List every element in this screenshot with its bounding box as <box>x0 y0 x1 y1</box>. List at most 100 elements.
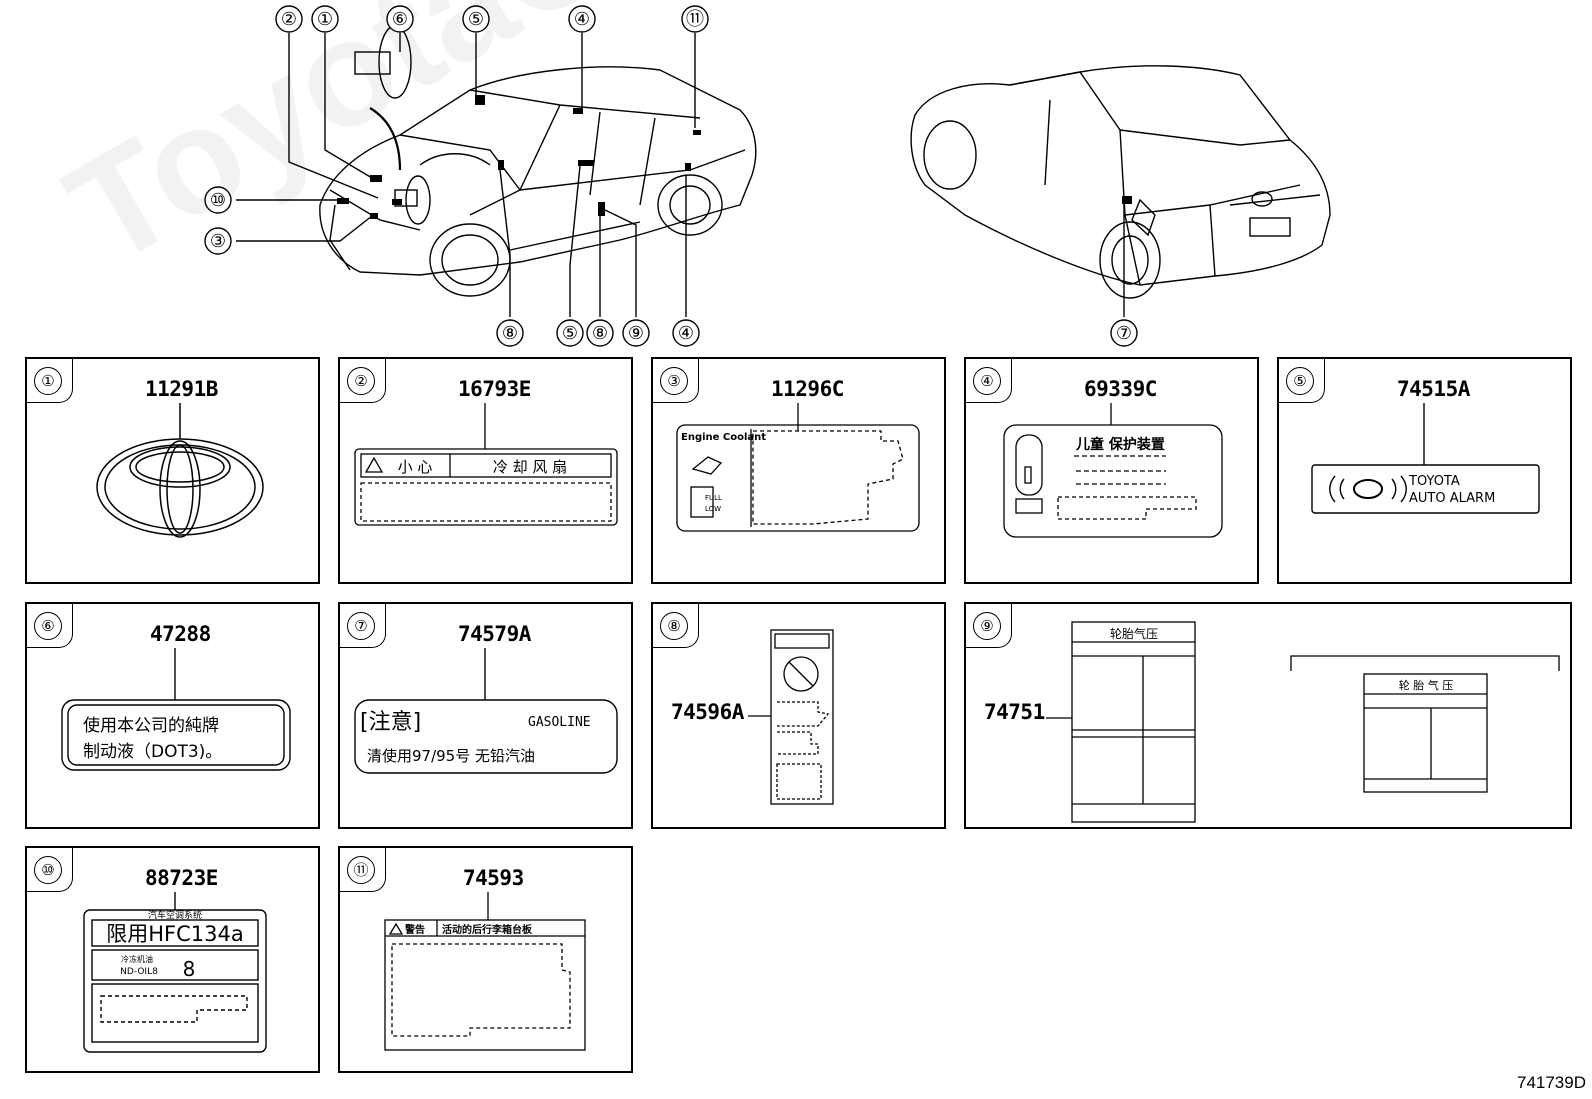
low-mark: LOW <box>705 505 721 513</box>
panel-number-tab: ⑤ <box>1279 359 1325 403</box>
part-number: 11291B <box>145 377 218 401</box>
callout-marker: ⑨ <box>622 319 650 347</box>
engine-coolant-label: Engine Coolant FULL LOW <box>676 403 920 532</box>
panel-number-tab: ④ <box>966 359 1012 403</box>
callout-marker: ⑪ <box>681 5 709 33</box>
svg-text:②: ② <box>281 9 297 30</box>
gasoline-label: [注意] GASOLINE 清使用97/95号 无铅汽油 <box>354 648 618 774</box>
engine-coolant-text: Engine Coolant <box>681 432 766 443</box>
svg-text:⑤: ⑤ <box>468 9 484 30</box>
callout-marker: ④ <box>568 5 596 33</box>
panel-9: ⑨ 74751 轮胎气压 轮 胎 气 压 <box>964 602 1572 829</box>
part-number: 16793E <box>458 377 531 401</box>
callout-marker: ⑩ <box>204 186 232 214</box>
child-seat-warning-label <box>748 629 834 805</box>
tire-pressure-title-1: 轮胎气压 <box>1110 626 1158 641</box>
part-number: 88723E <box>145 866 218 890</box>
nd-oil-text: ND-OIL8 <box>120 967 158 977</box>
callout-marker: ① <box>311 5 339 33</box>
part-number: 74579A <box>458 622 531 646</box>
ac-system-text: 汽车空调系统 <box>148 909 202 921</box>
panel-number-tab: ⑥ <box>27 604 73 648</box>
full-mark: FULL <box>705 494 722 502</box>
svg-text:⑨: ⑨ <box>628 323 644 344</box>
refrigerant-oil-text: 冷冻机油 <box>121 954 153 964</box>
svg-text:⑧: ⑧ <box>592 323 608 344</box>
label-marks <box>337 95 1132 219</box>
svg-text:⑥: ⑥ <box>392 9 408 30</box>
toyota-logo-emblem <box>96 403 264 538</box>
svg-text:③: ③ <box>210 231 226 252</box>
trunk-board-warning-label: 警告 活动的后行李箱台板 <box>384 892 586 1051</box>
callout-marker: ⑦ <box>1110 319 1138 347</box>
panel-3: ③ 11296C Engine Coolant FULL LOW <box>651 357 946 584</box>
leader-lines <box>236 33 1125 317</box>
callout-marker: ⑤ <box>556 319 584 347</box>
tire-pressure-title-2: 轮 胎 气 压 <box>1399 678 1454 692</box>
svg-text:①: ① <box>317 9 333 30</box>
svg-text:⑩: ⑩ <box>210 190 226 211</box>
panel-6: ⑥ 47288 使用本公司的純牌 制动液（DOT3)。 <box>25 602 320 829</box>
part-number: 74596A <box>671 700 744 724</box>
brake-fluid-line-1: 使用本公司的純牌 <box>83 715 219 736</box>
panel-number-tab: ⑧ <box>653 604 699 648</box>
callout-marker: ③ <box>204 227 232 255</box>
part-number: 11296C <box>771 377 844 401</box>
caution-bracket-text: [注意] <box>360 710 421 735</box>
panel-number-tab: ③ <box>653 359 699 403</box>
warning-text: 警告 <box>404 923 425 936</box>
svg-text:⑦: ⑦ <box>1116 323 1132 344</box>
brake-fluid-line-2: 制动液（DOT3)。 <box>83 742 222 762</box>
hfc134a-text: 限用HFC134a <box>106 922 243 946</box>
cooling-fan-label: 小 心 冷 却 风 扇 <box>354 403 618 526</box>
child-lock-label: 儿童 保护装置 <box>1003 403 1223 538</box>
trunk-board-text: 活动的后行李箱台板 <box>442 923 533 936</box>
diagram-id: 741739D <box>1516 1073 1586 1092</box>
panel-number-tab: ⑨ <box>966 604 1012 648</box>
svg-text:④: ④ <box>678 323 694 344</box>
cooling-fan-text: 冷 却 风 扇 <box>493 458 567 476</box>
toyota-text: TOYOTA <box>1408 474 1460 489</box>
part-number: 74515A <box>1397 377 1470 401</box>
panel-number-tab: ② <box>340 359 386 403</box>
panel-10: ⑩ 88723E 汽车空调系统 限用HFC134a 冷冻机油 ND-OIL8 8 <box>25 846 320 1073</box>
brake-fluid-label: 使用本公司的純牌 制动液（DOT3)。 <box>61 648 291 771</box>
svg-text:⑪: ⑪ <box>686 9 704 30</box>
caution-text: 小 心 <box>398 458 433 476</box>
part-number: 47288 <box>150 622 211 646</box>
svg-text:⑧: ⑧ <box>502 323 518 344</box>
panel-number-tab: ⑪ <box>340 848 386 892</box>
svg-text:⑤: ⑤ <box>562 323 578 344</box>
panel-number-tab: ⑦ <box>340 604 386 648</box>
part-number: 74751 <box>984 700 1045 724</box>
auto-alarm-label: TOYOTA AUTO ALARM <box>1311 403 1540 514</box>
auto-alarm-text: AUTO ALARM <box>1409 491 1495 506</box>
callout-marker: ② <box>275 5 303 33</box>
gasoline-text: GASOLINE <box>528 715 591 730</box>
panel-7: ⑦ 74579A [注意] GASOLINE 清使用97/95号 无铅汽油 <box>338 602 633 829</box>
rear-car-drawing <box>910 65 1331 299</box>
front-car-drawing <box>319 25 757 297</box>
panel-4: ④ 69339C 儿童 保护装置 <box>964 357 1259 584</box>
callout-marker: ⑧ <box>586 319 614 347</box>
child-lock-text: 儿童 保护装置 <box>1075 436 1165 453</box>
callout-marker: ⑧ <box>496 319 524 347</box>
svg-text:④: ④ <box>574 9 590 30</box>
callout-marker: ⑥ <box>386 5 414 33</box>
panel-2: ② 16793E 小 心 冷 却 风 扇 <box>338 357 633 584</box>
panel-number-tab: ① <box>27 359 73 403</box>
callout-marker: ⑤ <box>462 5 490 33</box>
panel-11: ⑪ 74593 警告 活动的后行李箱台板 <box>338 846 633 1073</box>
panel-8: ⑧ 74596A <box>651 602 946 829</box>
panel-number-tab: ⑩ <box>27 848 73 892</box>
part-number: 69339C <box>1084 377 1157 401</box>
air-conditioning-label: 汽车空调系统 限用HFC134a 冷冻机油 ND-OIL8 8 <box>83 892 267 1053</box>
fuel-grade-text: 清使用97/95号 无铅汽油 <box>367 747 535 765</box>
tire-pressure-labels: 轮胎气压 轮 胎 气 压 <box>1046 621 1560 823</box>
part-number: 74593 <box>463 866 524 890</box>
panel-1: ① 11291B <box>25 357 320 584</box>
oil-grade-number: 8 <box>183 957 196 981</box>
panel-5: ⑤ 74515A TOYOTA AUTO ALARM <box>1277 357 1572 584</box>
